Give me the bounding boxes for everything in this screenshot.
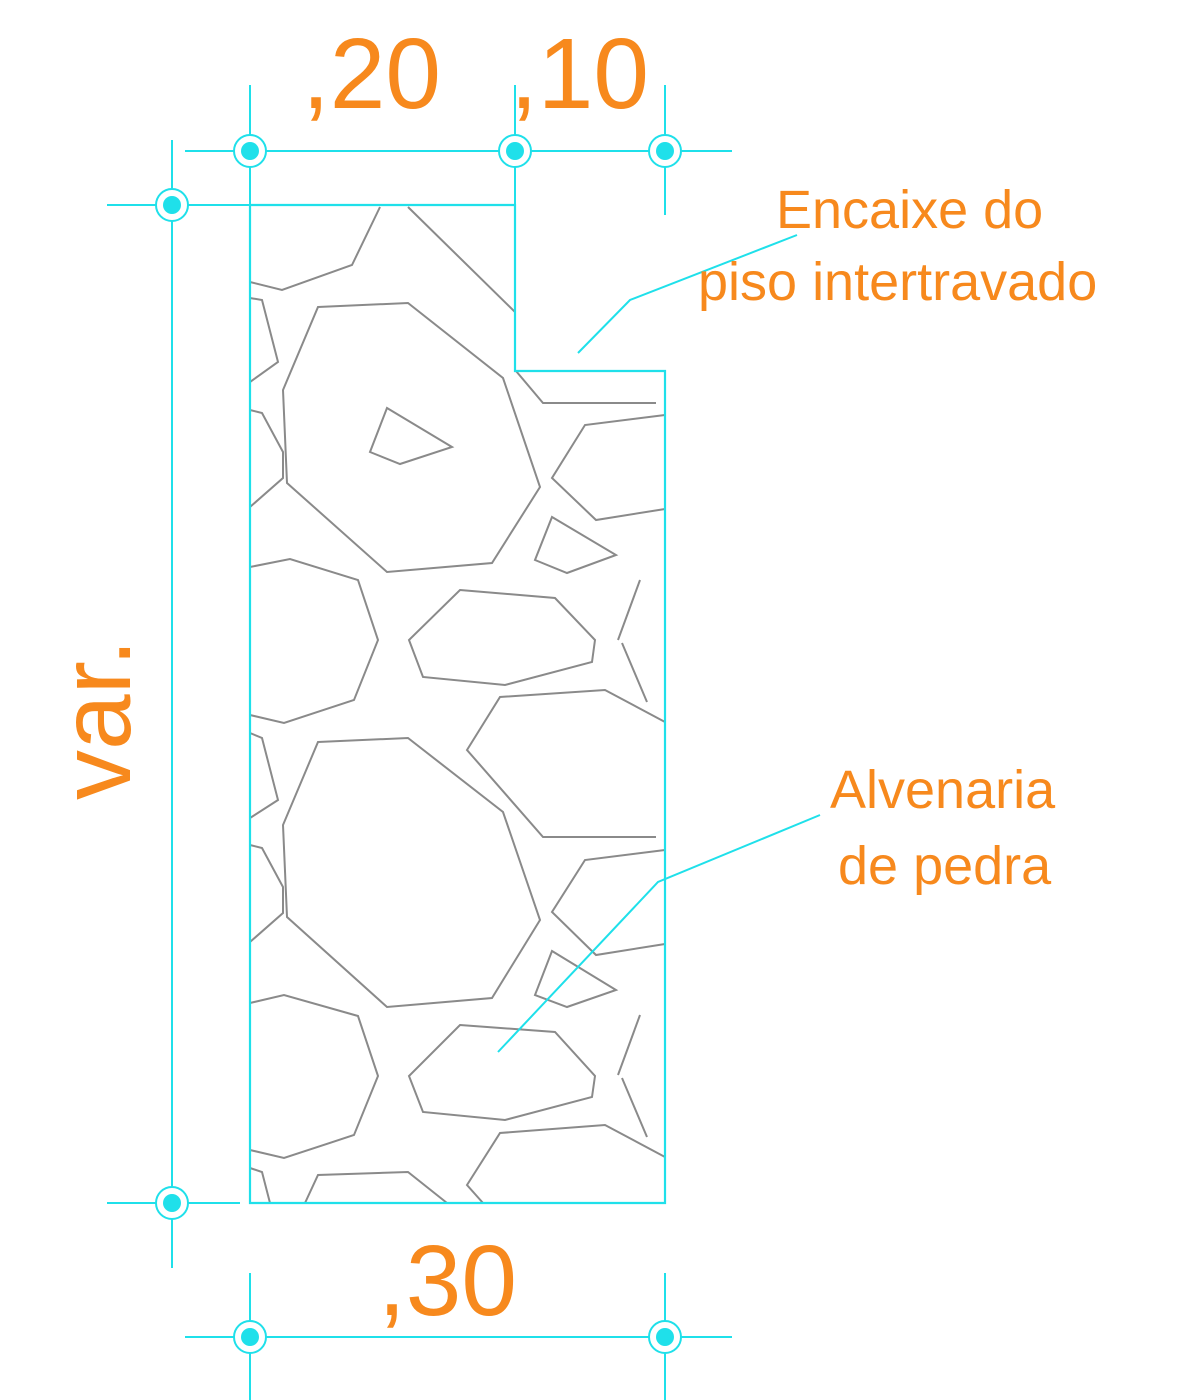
stone-shape xyxy=(249,206,381,292)
annotation-alvenaria-line1: Alvenaria xyxy=(830,760,1056,820)
dimension-label-height: var. xyxy=(40,639,152,800)
stone-shape xyxy=(621,1077,648,1138)
encaixe-leader-line xyxy=(577,234,798,354)
dimension-label-top-right: ,10 xyxy=(510,18,649,130)
stone-shape xyxy=(407,588,597,687)
stone-shape xyxy=(249,1167,271,1204)
dimension-label-bottom: ,30 xyxy=(378,1225,517,1337)
wall-section-outline xyxy=(248,203,667,1205)
dimension-marker xyxy=(648,1320,682,1354)
annotation-encaixe-line1: Encaixe do xyxy=(776,180,1043,240)
dimension-marker xyxy=(233,1320,267,1354)
stone-shape xyxy=(249,557,380,725)
stone-shape xyxy=(465,1123,666,1204)
stone-shape xyxy=(249,732,280,819)
stone-shape xyxy=(550,849,666,957)
stone-shape xyxy=(249,993,380,1160)
dimension-marker xyxy=(233,134,267,168)
dimension-marker xyxy=(155,1186,189,1220)
stone-shape xyxy=(407,1023,597,1122)
stone-shape xyxy=(304,1170,448,1204)
dimension-marker xyxy=(648,134,682,168)
stone-shape xyxy=(533,515,619,575)
stone-shape xyxy=(281,736,542,1009)
stone-shape xyxy=(617,1014,641,1076)
stone-shape xyxy=(621,642,648,703)
dimension-label-top-left: ,20 xyxy=(302,18,441,130)
annotation-alvenaria-line2: de pedra xyxy=(838,836,1052,896)
stone-shape xyxy=(407,206,516,313)
dimension-markers xyxy=(155,134,682,1354)
stone-shape xyxy=(515,370,656,404)
annotation-encaixe-line2: piso intertravado xyxy=(698,252,1097,312)
stone-shape xyxy=(249,409,284,508)
stone-shape xyxy=(550,414,666,522)
dimension-marker xyxy=(155,188,189,222)
stone-shape xyxy=(281,301,542,574)
stone-shape xyxy=(465,688,666,838)
dimension-marker xyxy=(498,134,532,168)
stone-masonry-pattern xyxy=(249,206,666,1204)
stone-shape xyxy=(368,406,455,466)
dimension-lines xyxy=(107,85,821,1400)
alvenaria-leader-line xyxy=(497,814,821,1053)
stone-shape xyxy=(249,297,280,383)
stone-shape xyxy=(249,844,284,943)
stone-shape xyxy=(533,949,619,1009)
stone-shape xyxy=(617,579,641,641)
